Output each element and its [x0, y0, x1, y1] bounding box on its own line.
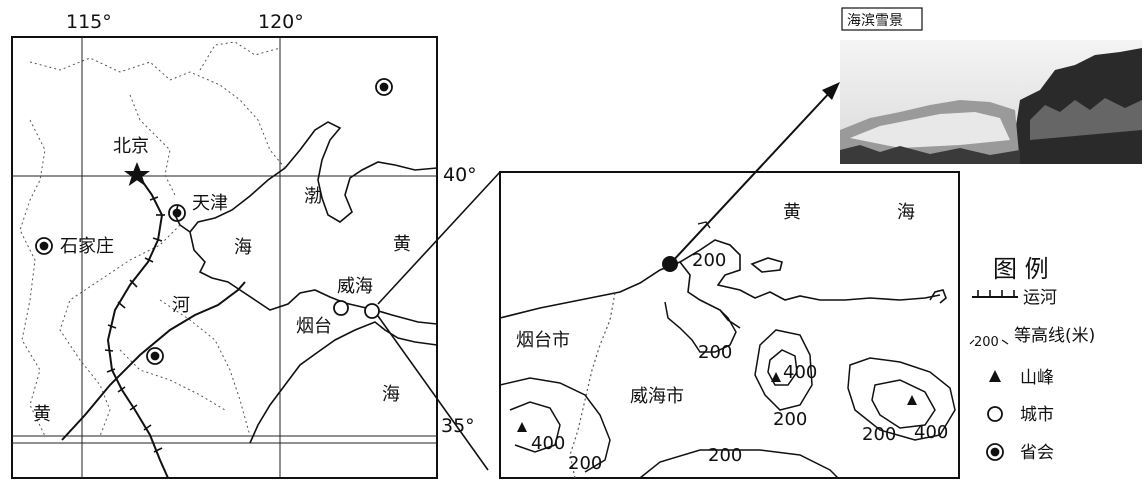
- contour-lines: [499, 301, 956, 479]
- legend-title: 图 例: [993, 255, 1049, 283]
- contour-200-north: [664, 301, 737, 353]
- inset-coastline: [499, 239, 941, 319]
- inset-island: [750, 257, 783, 273]
- contour-200-peak-b: [847, 357, 956, 441]
- legend-city-label: 城市: [1020, 405, 1054, 425]
- peak-icon: [907, 395, 917, 405]
- contour-400-peak-b: [871, 379, 936, 429]
- contour-label: 200: [698, 342, 732, 363]
- label-shijiazhuang: 石家庄: [60, 236, 114, 257]
- peak-icon: [771, 372, 781, 382]
- legend-peak-icon: [989, 370, 1001, 382]
- label-bo-hai: 海: [234, 237, 252, 258]
- grand-canal-ticks: [104, 196, 165, 453]
- shijiazhuang-capital-icon: [35, 237, 53, 255]
- grand-canal: [106, 177, 169, 479]
- photo-arrow: [669, 89, 833, 265]
- inset-coast-hook: [929, 289, 947, 304]
- inset-map-frame: [499, 171, 960, 479]
- legend-canal-label: 运河: [1023, 288, 1057, 308]
- contour-label: 200: [568, 453, 602, 474]
- legend-city-icon: [987, 406, 1003, 422]
- connector-top: [377, 171, 501, 305]
- inset-city-boundary: [569, 292, 616, 479]
- inset-coast-mark: [697, 221, 711, 229]
- shenyang-capital-icon: [375, 78, 393, 96]
- photo-caption: 海滨雪景: [847, 13, 903, 29]
- legend-capital-label: 省会: [1020, 443, 1054, 463]
- left-map-frame: [11, 36, 438, 479]
- label-tianjin: 天津: [192, 193, 228, 214]
- weihai-city-icon: [364, 303, 380, 319]
- yantai-city-icon: [333, 300, 349, 316]
- legend-contour-sample: 200: [974, 335, 999, 350]
- contour-label: 400: [783, 362, 817, 383]
- label-huang-river: 黄: [33, 404, 51, 425]
- contour-400-peak-a: [767, 349, 798, 386]
- beijing-star-icon: [124, 162, 150, 186]
- legend-contour-line: [969, 339, 1009, 345]
- inset-label-hai: 海: [897, 202, 915, 223]
- label-beijing: 北京: [113, 136, 149, 157]
- contour-200-peak-a: [754, 329, 813, 411]
- lat-label-40: 40°: [443, 164, 477, 186]
- tianjin-capital-icon: [168, 204, 186, 222]
- province-borders: [19, 41, 286, 437]
- inset-map: 黄 海 烟台市 威海市 200 200 400 200 200 400 400 …: [499, 171, 960, 479]
- photo-snow: [850, 112, 1010, 148]
- contour-label: 200: [692, 250, 726, 271]
- contour-label: 200: [708, 445, 742, 466]
- contour-label: 200: [773, 409, 807, 430]
- peak-icon: [517, 422, 527, 432]
- label-huang-sea-1: 黄: [393, 234, 411, 255]
- label-weihai: 威海: [337, 276, 373, 297]
- yellow-river: [61, 281, 246, 441]
- photo-foreground: [840, 145, 1020, 164]
- contour-200-southwest: [499, 377, 611, 473]
- photo-caption-box: [841, 7, 923, 31]
- snow-photo: 海滨雪景: [840, 7, 1142, 164]
- contour-label: 400: [914, 422, 948, 443]
- legend-canal-ticks: [977, 290, 1015, 297]
- left-map: 115° 120° 40° 35° 北京 天津 石家庄 烟台 威海 渤 海 黄 …: [11, 11, 477, 479]
- photo-trees-texture: [1030, 98, 1142, 140]
- lon-label-120: 120°: [258, 11, 304, 33]
- arrow-head-icon: [822, 82, 840, 100]
- contour-label: 400: [531, 433, 565, 454]
- lat-label-35: 35°: [441, 415, 475, 437]
- connector-bottom: [377, 315, 489, 471]
- legend-peak-label: 山峰: [1020, 368, 1054, 388]
- coastline-shandong-south: [249, 321, 438, 444]
- inset-label-huang: 黄: [783, 202, 801, 223]
- coastline-north: [189, 121, 438, 325]
- inset-coastline-bay: [679, 261, 741, 329]
- label-he: 河: [172, 295, 190, 316]
- legend-contour-label: 等高线(米): [1014, 326, 1095, 346]
- legend-capital-icon: [986, 443, 1004, 461]
- legend: 图 例 运河 200 等高线(米) 山峰 城市 省会: [969, 255, 1095, 463]
- label-yantai: 烟台: [296, 316, 332, 337]
- jinan-capital-icon: [146, 347, 164, 365]
- contour-label: 200: [862, 424, 896, 445]
- inset-label-weihai-city: 威海市: [630, 386, 684, 407]
- lon-label-115: 115°: [66, 11, 112, 33]
- contour-400-southwest: [509, 401, 561, 453]
- contour-200-south: [639, 449, 839, 479]
- inset-label-yantai-city: 烟台市: [516, 330, 570, 351]
- label-huang-sea-2: 海: [382, 384, 400, 405]
- label-bo: 渤: [304, 186, 322, 207]
